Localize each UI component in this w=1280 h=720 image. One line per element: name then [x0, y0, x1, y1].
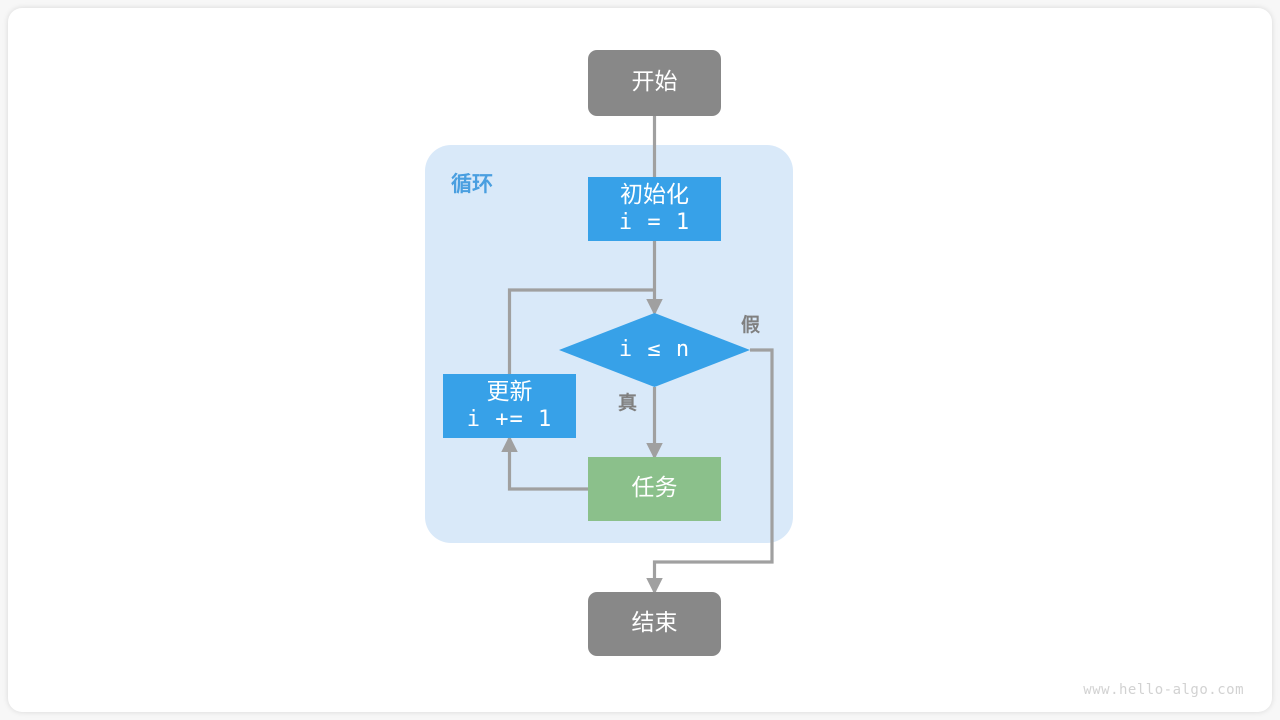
node-start[interactable] [588, 50, 721, 116]
loop-container-label: 循环 [451, 172, 493, 196]
watermark: www.hello-algo.com [1083, 682, 1244, 698]
edge-update-to-cond [507, 288, 655, 374]
node-task[interactable] [588, 457, 721, 521]
edge-label-true: 真 [618, 392, 638, 414]
edge-cond-to-end [646, 348, 774, 595]
node-init[interactable] [588, 177, 721, 241]
node-update[interactable] [443, 374, 576, 438]
edge-label-false: 假 [741, 314, 761, 336]
edge-task-to-update [501, 435, 588, 491]
node-end[interactable] [588, 592, 721, 656]
node-condition[interactable] [559, 313, 750, 387]
